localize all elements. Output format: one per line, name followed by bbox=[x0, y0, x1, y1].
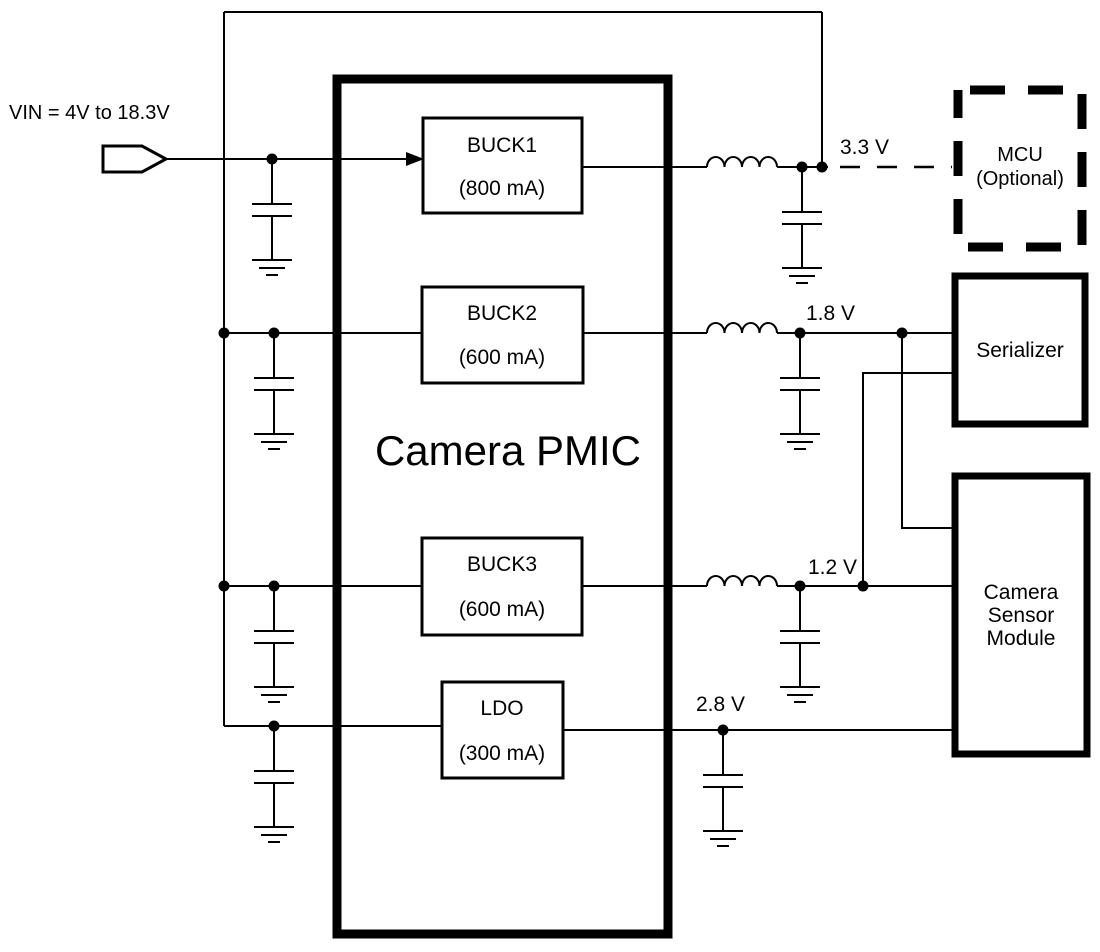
vin-label: VIN = 4V to 18.3V bbox=[9, 102, 170, 124]
inductor-1v2-icon bbox=[706, 575, 778, 587]
cap-2v8-icon bbox=[702, 729, 744, 847]
serializer-label: Serializer bbox=[976, 339, 1064, 362]
buck1-input-arrow-icon bbox=[406, 152, 424, 166]
rail-1v8-label: 1.8 V bbox=[806, 302, 855, 325]
ldo-rating: (300 mA) bbox=[459, 742, 545, 765]
csm-label-line1: Camera bbox=[984, 581, 1059, 604]
buck3-input-capacitor-icon bbox=[253, 585, 295, 703]
buck2-block: BUCK2 (600 mA) bbox=[420, 285, 585, 385]
buck1-block: BUCK1 (800 mA) bbox=[421, 116, 584, 215]
cap-1v2-icon bbox=[779, 585, 821, 703]
pmic-label: Camera PMIC bbox=[375, 427, 641, 474]
serializer-block: Serializer bbox=[951, 272, 1089, 428]
csm-label-line2: Sensor bbox=[988, 604, 1055, 627]
mcu-label: MCU bbox=[997, 144, 1043, 166]
top-feedback-wire bbox=[224, 11, 823, 167]
cap-1v8-icon bbox=[779, 332, 821, 450]
junction-dots bbox=[218, 153, 908, 736]
ldo-block: LDO (300 mA) bbox=[440, 680, 565, 780]
ldo-name: LDO bbox=[480, 697, 523, 720]
buck3-name: BUCK3 bbox=[467, 553, 537, 576]
mcu-block: MCU (Optional) bbox=[953, 85, 1087, 252]
cap-3v3-icon bbox=[781, 166, 823, 284]
vin-capacitor-icon bbox=[251, 158, 293, 276]
mcu-optional-label: (Optional) bbox=[976, 168, 1064, 190]
buck3-block: BUCK3 (600 mA) bbox=[420, 536, 584, 637]
buck1-rating: (800 mA) bbox=[459, 177, 545, 200]
pmic-box bbox=[332, 74, 673, 939]
rail-3v3-label: 3.3 V bbox=[840, 136, 889, 159]
rail-1v8-wire bbox=[224, 322, 952, 529]
vin-input-wire bbox=[166, 152, 424, 166]
buck3-rating: (600 mA) bbox=[459, 598, 545, 621]
rail-1v2-label: 1.2 V bbox=[808, 556, 857, 579]
csm-label-line3: Module bbox=[987, 627, 1056, 650]
buck2-input-capacitor-icon bbox=[253, 332, 295, 450]
buck2-name: BUCK2 bbox=[467, 302, 537, 325]
rail-3v3-wire bbox=[582, 156, 952, 169]
buck2-rating: (600 mA) bbox=[459, 346, 545, 369]
inductor-3v3-icon bbox=[706, 156, 778, 168]
buck1-name: BUCK1 bbox=[467, 134, 537, 157]
inductor-1v8-icon bbox=[706, 322, 778, 334]
camera-sensor-module-block: Camera Sensor Module bbox=[951, 472, 1091, 758]
ldo-input-capacitor-icon bbox=[253, 725, 295, 843]
rail-2v8-label: 2.8 V bbox=[696, 693, 745, 716]
vin-connector-icon bbox=[101, 144, 170, 174]
